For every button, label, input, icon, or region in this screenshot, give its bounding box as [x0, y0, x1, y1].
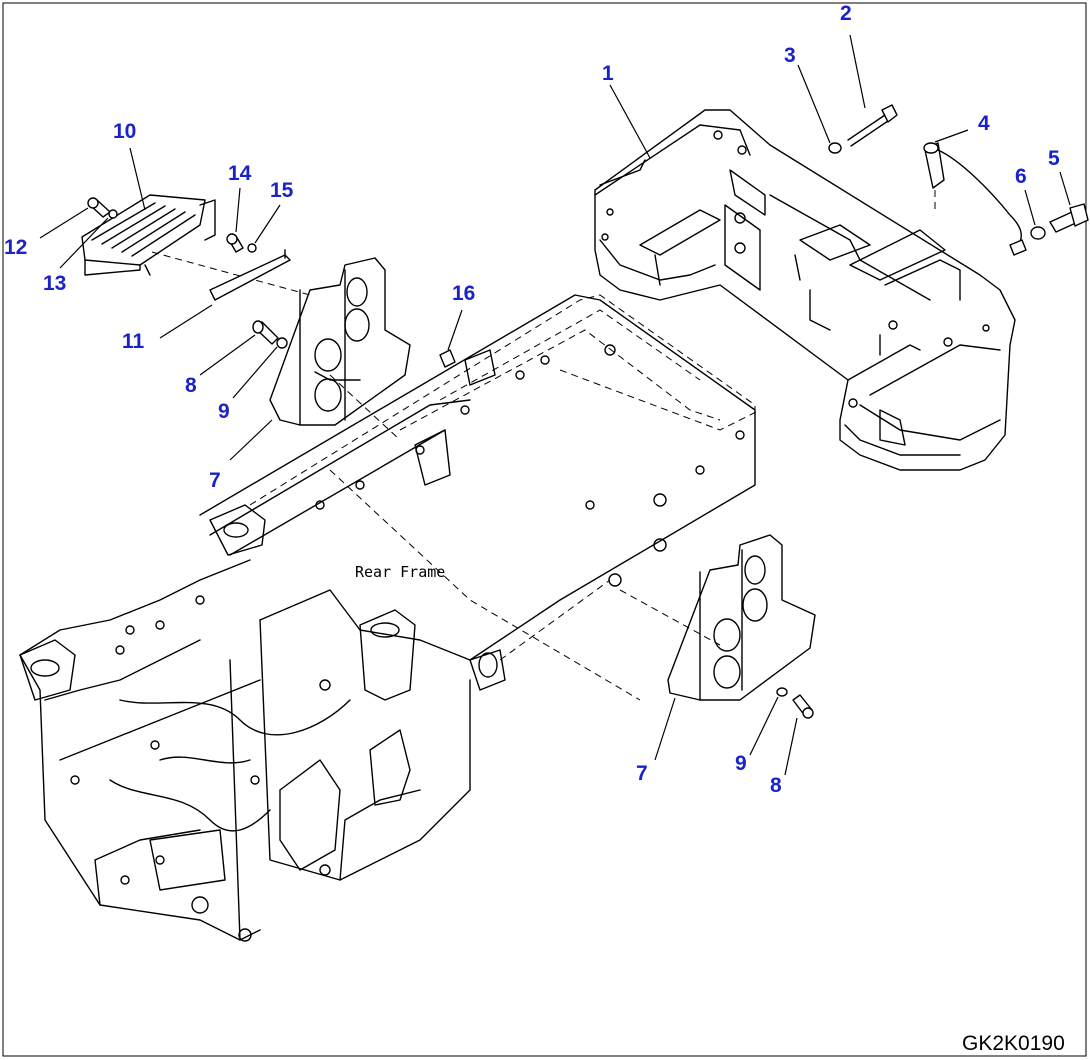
callout-14: 14 [228, 162, 252, 185]
callout-16: 16 [452, 282, 475, 305]
rear-frame-label: Rear Frame [355, 563, 445, 581]
step-centerline [151, 251, 311, 296]
lock-pin [923, 142, 1027, 256]
callout-12: 12 [4, 236, 27, 259]
callout-8-upper: 8 [185, 374, 197, 397]
callout-15: 15 [270, 179, 294, 202]
washer-3 [828, 142, 842, 154]
bolt-5 [1049, 203, 1089, 233]
callout-13: 13 [43, 272, 66, 295]
rear-frame [19, 294, 761, 942]
callout-4: 4 [978, 112, 990, 135]
callout-10: 10 [113, 120, 136, 143]
callout-3: 3 [784, 44, 796, 67]
clip-16 [439, 349, 456, 368]
callout-5: 5 [1048, 147, 1060, 170]
bolt-8-upper [252, 320, 288, 349]
bolt-14 [226, 233, 257, 253]
side-plate-upper [269, 257, 411, 426]
bolt-long [847, 104, 898, 147]
callout-2: 2 [840, 2, 852, 25]
callout-numbers: 1 2 3 4 5 6 7 7 8 8 9 9 10 11 12 13 14 1… [4, 2, 1060, 797]
callout-9-upper: 9 [218, 400, 230, 423]
step-bracket [209, 249, 291, 301]
counterweight [594, 109, 1016, 471]
callout-1: 1 [602, 62, 614, 85]
side-plate-lower [667, 534, 816, 701]
callout-11: 11 [122, 330, 145, 353]
washer-6 [1030, 226, 1046, 240]
callout-6: 6 [1015, 165, 1027, 188]
bolt-8-lower [776, 687, 814, 719]
callout-9-lower: 9 [735, 752, 747, 775]
callout-7-upper: 7 [209, 469, 221, 492]
plate-upper-centerline [329, 374, 401, 441]
callout-8-lower: 8 [770, 774, 782, 797]
drawing-number: GK2K0190 [962, 1032, 1065, 1055]
bolt-12 [87, 197, 118, 219]
leader-lines [39, 34, 1071, 776]
callout-7-lower: 7 [636, 762, 648, 785]
